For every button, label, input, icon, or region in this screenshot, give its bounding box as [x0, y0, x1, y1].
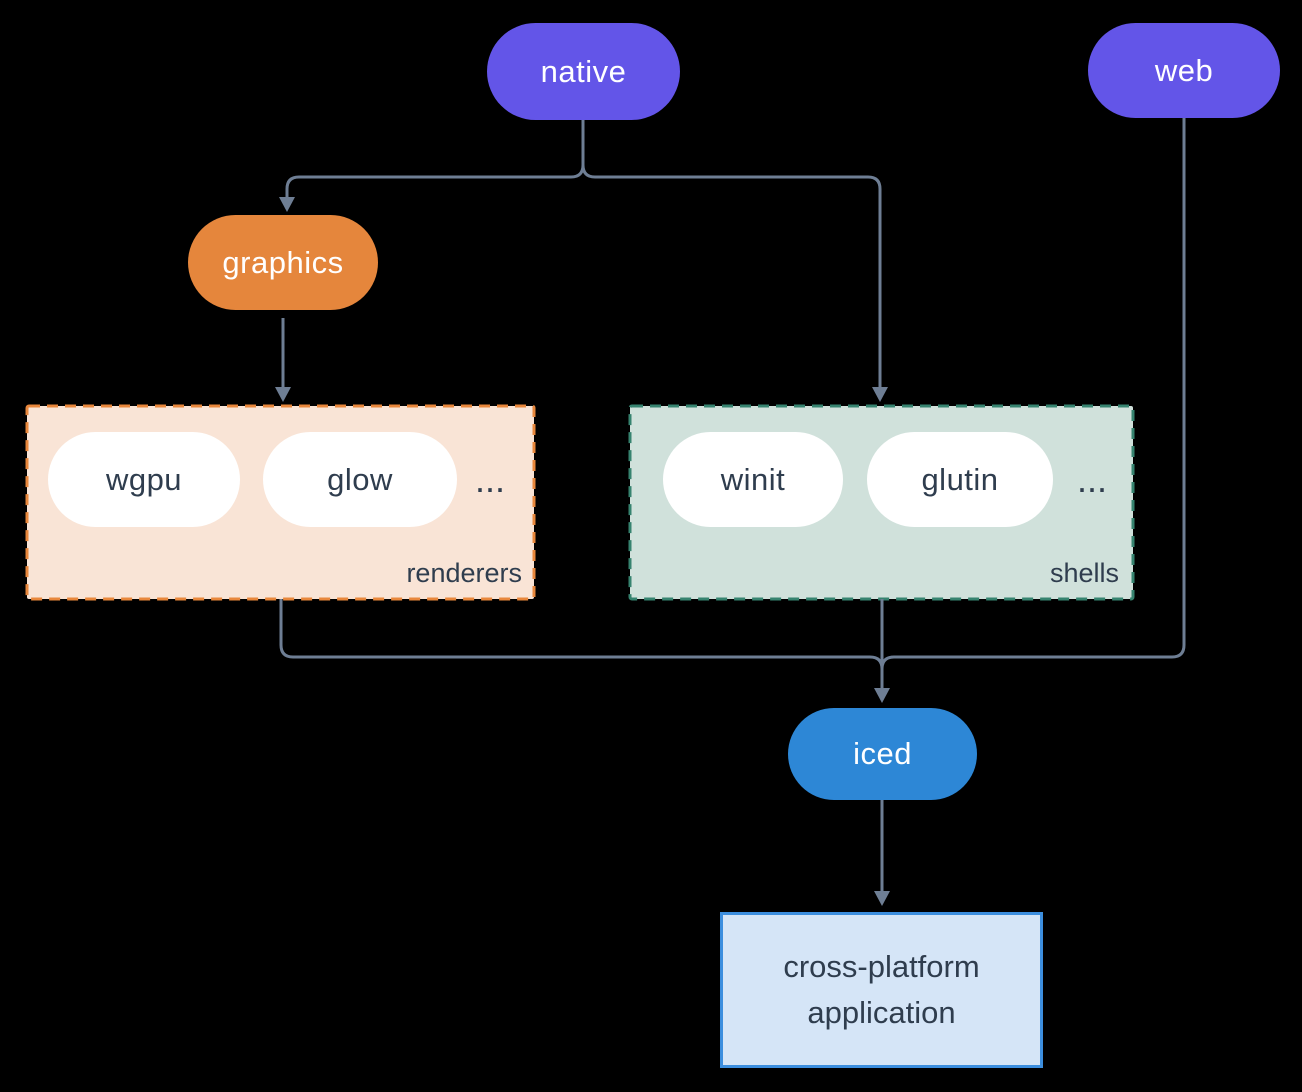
renderers-ellipsis: ...	[474, 459, 505, 500]
shells-ellipsis: ...	[1076, 459, 1107, 500]
connector-native-graphics	[285, 120, 585, 197]
node-web: web	[1088, 23, 1280, 118]
cross-platform-application-box: cross-platform application	[720, 912, 1043, 1068]
node-winit: winit	[663, 432, 843, 527]
node-wgpu: wgpu	[48, 432, 240, 527]
node-glow: glow	[263, 432, 457, 527]
node-glutin: glutin	[867, 432, 1053, 527]
connector-native-shells	[581, 120, 882, 387]
arrowhead-native-graphics	[279, 197, 295, 212]
arrowhead-native-shells	[872, 387, 888, 402]
app-box-line1: cross-platform	[783, 949, 980, 984]
node-native: native	[487, 23, 680, 120]
renderers-group-label: renderers	[406, 558, 522, 588]
arrowhead-merge-iced	[874, 688, 890, 703]
shells-group-label: shells	[1049, 558, 1119, 588]
arrowhead-graphics-renderers	[275, 387, 291, 402]
arrowhead-iced-application	[874, 891, 890, 906]
node-graphics: graphics	[188, 215, 378, 310]
app-box-line2: application	[807, 995, 956, 1030]
node-iced: iced	[788, 708, 977, 800]
connector-renderers-iced	[279, 599, 884, 672]
